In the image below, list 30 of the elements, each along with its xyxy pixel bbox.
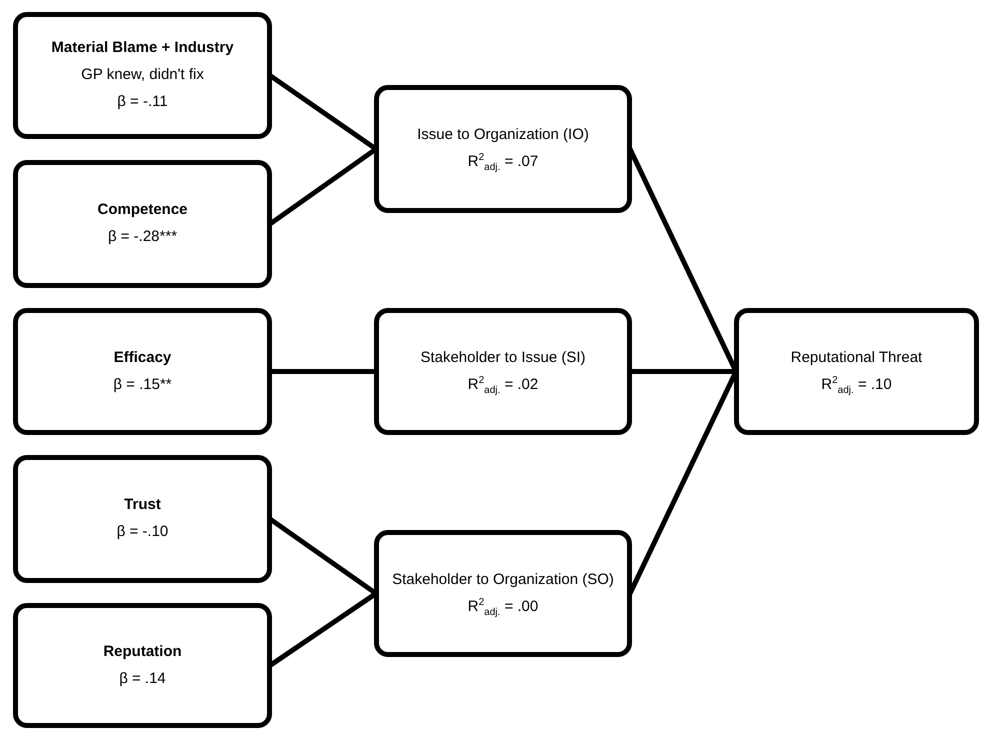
variable-label: Stakeholder to Organization (SO) xyxy=(392,570,614,590)
variable-box xyxy=(13,603,272,728)
statistic-label: R$^{2}$$_{adj.}$ = .07 xyxy=(468,153,538,172)
statistic-label: β = .15** xyxy=(113,376,172,394)
variable-label: Issue to Organization (IO) xyxy=(417,126,589,145)
statistic-label: β = -.11 xyxy=(117,92,168,112)
statistic-label: R$^{2}$$_{adj.}$ = .02 xyxy=(468,376,538,394)
variable-box xyxy=(374,530,632,657)
variable-label: Material Blame + Industry xyxy=(51,39,234,58)
statistic-label: R$^{2}$$_{adj.}$ = .10 xyxy=(821,376,892,394)
variable-label: Reputational Threat xyxy=(790,348,922,368)
variable-box xyxy=(13,160,272,288)
statistic-label: β = .14 xyxy=(119,670,166,688)
statistic-label: R$^{2}$$_{adj.}$ = .00 xyxy=(468,598,538,616)
variable-box xyxy=(13,12,272,139)
variable-label: Efficacy xyxy=(114,348,172,368)
variable-box xyxy=(374,85,632,213)
connector-line xyxy=(630,369,736,374)
variable-box xyxy=(734,308,979,435)
variable-label: Stakeholder to Issue (SI) xyxy=(420,348,586,368)
statistic-label: GP knew, didn't fix xyxy=(81,66,204,85)
variable-label: Trust xyxy=(124,496,161,515)
variable-box xyxy=(13,308,272,435)
statistic-label: β = -.28*** xyxy=(108,228,178,247)
variable-box xyxy=(374,308,632,435)
variable-box xyxy=(13,455,272,583)
variable-label: Competence xyxy=(97,201,188,220)
connector-line xyxy=(270,369,376,374)
variable-label: Reputation xyxy=(103,642,182,662)
statistic-label: β = -.10 xyxy=(116,523,168,542)
